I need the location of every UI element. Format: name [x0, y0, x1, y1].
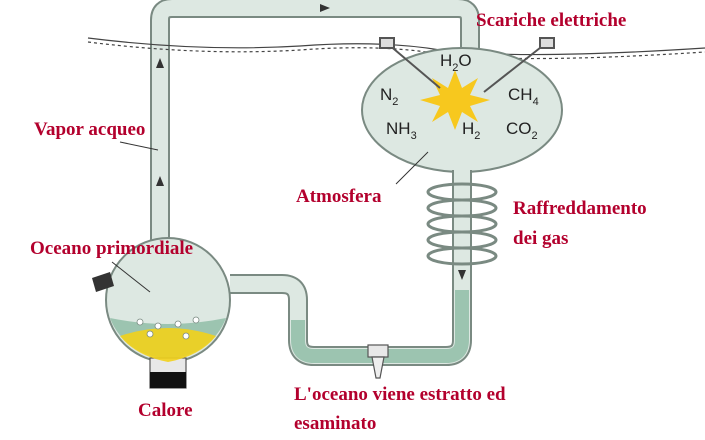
formula-nitrogen: N2 — [380, 85, 398, 108]
arrow-down-icon — [458, 270, 466, 280]
label-ocean-extracted-line2: esaminato — [294, 413, 377, 434]
label-primordial-ocean: Oceano primordiale — [30, 238, 194, 259]
label-ocean-extracted-line1: L'oceano viene estratto ed — [294, 384, 506, 405]
label-water-vapor: Vapor acqueo — [34, 119, 146, 140]
label-electric-discharges: Scariche elettriche — [476, 10, 627, 31]
formula-methane: CH4 — [508, 85, 539, 108]
cooling-coil — [426, 182, 498, 266]
bubbles — [136, 316, 200, 340]
formula-water: H2O — [440, 51, 472, 74]
arrow-up-icon — [156, 58, 164, 68]
ocean-flask — [105, 237, 231, 389]
formula-carbon-dioxide: CO2 — [506, 119, 538, 142]
formula-hydrogen: H2 — [462, 119, 480, 142]
arrow-up-icon — [156, 176, 164, 186]
stopcock — [367, 344, 389, 379]
electrodes — [379, 37, 555, 93]
flask-stopper — [92, 272, 114, 292]
flow-arrows — [156, 4, 466, 280]
label-gas-cooling-line2: dei gas — [513, 228, 569, 249]
label-gas-cooling-line1: Raffreddamento — [513, 198, 647, 219]
flame — [120, 328, 216, 362]
arrow-right-icon — [320, 4, 330, 12]
label-atmosphere: Atmosfera — [296, 186, 382, 207]
label-heat: Calore — [138, 400, 193, 421]
formula-ammonia: NH3 — [386, 119, 417, 142]
label-leaders — [111, 141, 429, 293]
